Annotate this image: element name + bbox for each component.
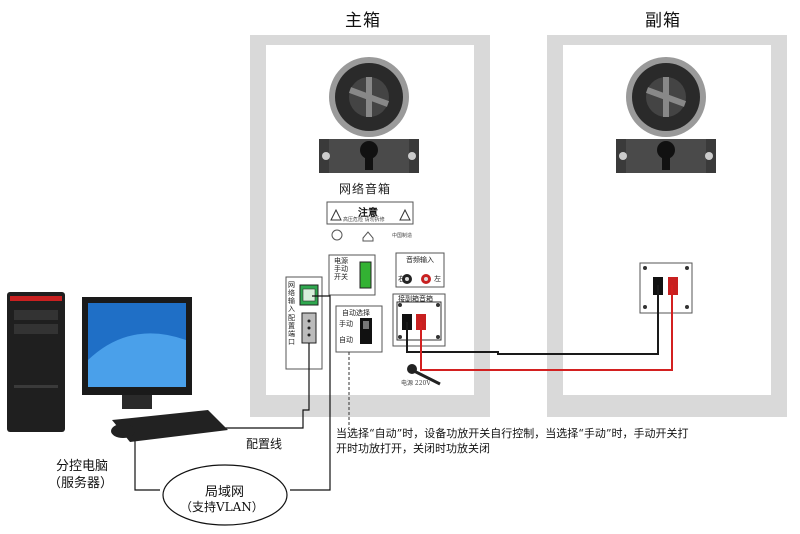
warning-box bbox=[326, 201, 414, 225]
config-wire bbox=[222, 343, 310, 429]
sub-speaker-title: 副箱 bbox=[645, 11, 681, 31]
audio-left-label: 左 bbox=[434, 275, 441, 283]
mode-manual-label: 手动 bbox=[339, 320, 353, 328]
note-line-2: 开时功放打开，关闭时功放关闭 bbox=[336, 442, 490, 455]
sub-tweeter-icon bbox=[626, 57, 706, 137]
home-icon bbox=[362, 231, 374, 242]
power-switch-label: 电源手动开关 bbox=[334, 257, 348, 281]
config-cable-label: 配置线 bbox=[246, 437, 283, 451]
power-switch-toggle bbox=[359, 261, 372, 289]
network-input-label: 网络输入 bbox=[288, 281, 295, 313]
sub-output-label: 接副箱音箱 bbox=[398, 295, 433, 303]
main-tweeter-icon bbox=[329, 57, 409, 137]
computer-label-line2: （服务器） bbox=[48, 476, 114, 491]
power-label: 电源 220V bbox=[401, 380, 431, 387]
lan-label-line1: 局域网 bbox=[205, 485, 245, 500]
speaker-brand-label: 网络音箱 bbox=[339, 182, 392, 196]
main-speaker-title: 主箱 bbox=[345, 11, 381, 31]
sub-terminal-panel bbox=[639, 262, 693, 314]
main-mount-bracket-icon bbox=[319, 139, 419, 173]
lan-cloud bbox=[162, 464, 288, 526]
warning-triangle-left-icon bbox=[330, 208, 342, 221]
warning-subtitle: 高压危险 请勿拆修 bbox=[343, 217, 385, 223]
network-wire bbox=[290, 295, 331, 491]
pc-lan-wire bbox=[134, 432, 160, 491]
red-speaker-wire bbox=[420, 285, 673, 371]
origin-mark: 中国制造 bbox=[392, 233, 413, 239]
computer-monitor-icon bbox=[82, 297, 192, 409]
mode-auto-label: 自动 bbox=[339, 336, 353, 344]
computer-label-line1: 分控电脑 bbox=[56, 459, 109, 474]
audio-input-label: 音频输入 bbox=[406, 256, 434, 264]
certification-icon bbox=[331, 229, 343, 241]
note-line-1: 当选择“自动”时，设备功放开关自行控制，当选择“手动”时，手动开关打 bbox=[336, 427, 689, 440]
mode-select-panel bbox=[335, 305, 383, 353]
lan-label-line2: （支持VLAN） bbox=[180, 500, 264, 514]
warning-title: 注意 bbox=[358, 208, 378, 219]
mode-select-label: 自动选择 bbox=[342, 309, 370, 317]
warning-triangle-right-icon bbox=[399, 208, 411, 221]
computer-tower-icon bbox=[7, 292, 65, 432]
audio-right-label: 右 bbox=[398, 275, 405, 283]
mouse-icon bbox=[111, 424, 135, 438]
config-port-label: 配置端口 bbox=[288, 314, 295, 346]
sub-mount-bracket-icon bbox=[616, 139, 716, 173]
black-speaker-wire bbox=[406, 285, 659, 355]
keyboard-icon bbox=[112, 410, 228, 442]
